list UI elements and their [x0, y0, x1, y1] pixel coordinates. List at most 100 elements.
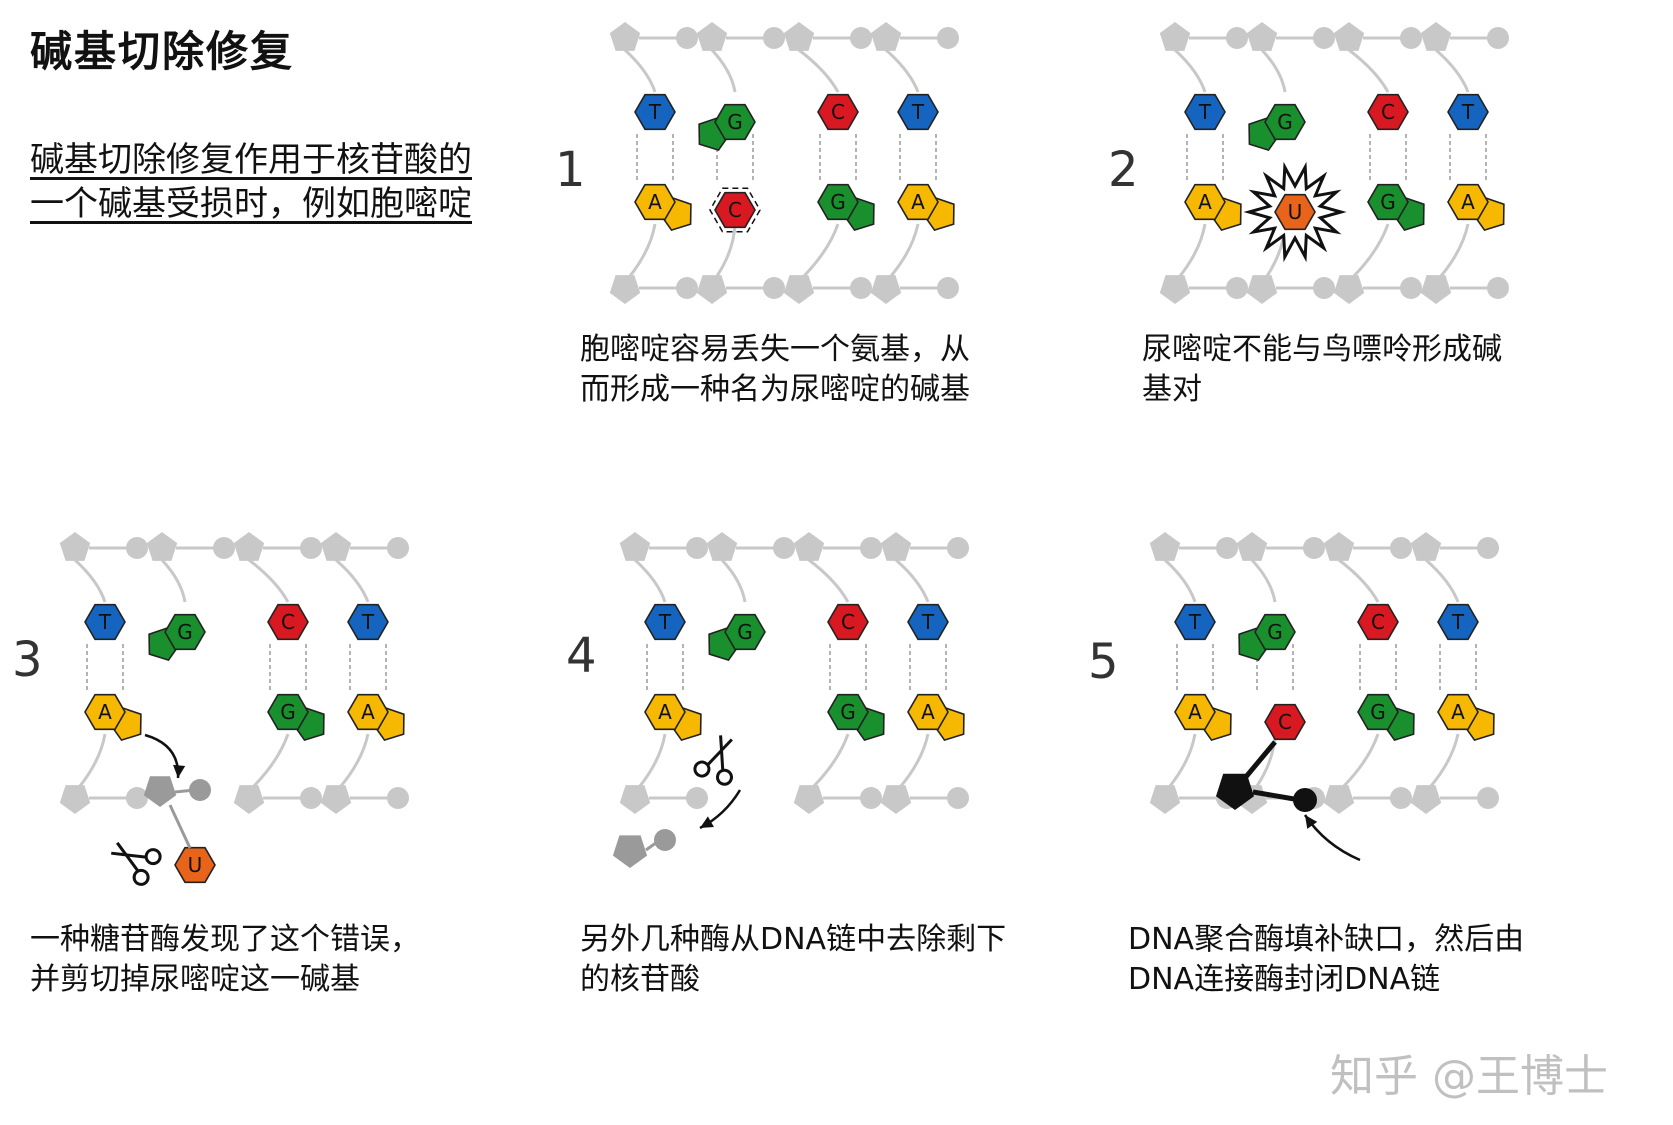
sugar-pentagon [1333, 275, 1365, 304]
sugar-pentagon [1323, 785, 1355, 814]
backbone-link [812, 733, 850, 788]
sugar-pentagon [1323, 532, 1355, 561]
base-top-T: T [84, 603, 126, 641]
hydrogen-bond [86, 644, 124, 690]
sugar-pentagon [1246, 22, 1278, 51]
backbone-link [1338, 558, 1380, 603]
sugar-pentagon [1410, 785, 1442, 814]
base-bottom-A: A [634, 183, 692, 232]
backbone-link [623, 48, 657, 93]
excised-link [168, 804, 192, 849]
hydrogen-bond [349, 644, 387, 690]
step-2-caption-line-1: 尿嘧啶不能与鸟嘌呤形成碱 [1142, 332, 1502, 367]
base-bottom-C: C [714, 191, 756, 229]
base-bottom-A: A [1184, 183, 1242, 232]
base-bottom-A: A [907, 693, 965, 742]
sugar-pentagon [1333, 22, 1365, 51]
step-3-caption-line-2: 并剪切掉尿嘧啶这一碱基 [30, 962, 360, 997]
backbone-link [1178, 223, 1207, 277]
base-top-T: T [897, 93, 939, 131]
phosphate-circle [1477, 787, 1499, 809]
base-bottom-G: G [1357, 693, 1415, 742]
sugar-pentagon [1149, 532, 1181, 561]
sugar-pentagon [59, 532, 91, 561]
backbone-link [628, 223, 657, 277]
scissors-icon [693, 735, 733, 786]
phosphate-circle [1487, 27, 1509, 49]
step-2-number: 2 [1108, 142, 1139, 198]
phosphate-circle [300, 537, 322, 559]
step-2-caption: 尿嘧啶不能与鸟嘌呤形成碱 基对 [1142, 330, 1612, 410]
base-bottom-C: C [1264, 703, 1306, 741]
svg-text:G: G [1277, 110, 1293, 134]
svg-text:T: T [1188, 610, 1202, 634]
sugar-pentagon [706, 532, 738, 561]
phosphate-circle [850, 27, 872, 49]
svg-text:G: G [1370, 700, 1386, 724]
backbone-link [720, 558, 747, 603]
base-top-G: G [708, 613, 766, 662]
phosphate-circle [1390, 537, 1412, 559]
svg-text:C: C [841, 610, 855, 634]
phosphate-circle [860, 787, 882, 809]
hydrogen-bond [636, 134, 674, 180]
phosphate-circle [947, 537, 969, 559]
base-top-T: T [1174, 603, 1216, 641]
page-title: 碱基切除修复 [30, 27, 295, 76]
base-top-T: T [1437, 603, 1479, 641]
curved-arrow-icon [1303, 814, 1361, 862]
sugar-pentagon [1420, 275, 1452, 304]
phosphate-circle [850, 277, 872, 299]
svg-text:T: T [1461, 100, 1475, 124]
svg-text:G: G [727, 110, 743, 134]
base-bottom-G: G [1367, 183, 1425, 232]
base-bottom-A: A [1174, 693, 1232, 742]
svg-text:A: A [1188, 700, 1202, 724]
step-2-caption-line-2: 基对 [1142, 372, 1202, 407]
sugar-pentagon [880, 532, 912, 561]
sugar-pentagon [870, 22, 902, 51]
sugar-pentagon [609, 275, 641, 304]
backbone-link [1352, 223, 1390, 278]
removed-sugar [612, 835, 648, 868]
backbone-link [1439, 223, 1470, 277]
phosphate-circle [860, 537, 882, 559]
svg-text:A: A [648, 190, 662, 214]
backbone-link [73, 558, 107, 603]
svg-text:C: C [1278, 710, 1292, 734]
svg-text:T: T [98, 610, 112, 634]
svg-text:T: T [911, 100, 925, 124]
phosphate-circle [676, 277, 698, 299]
watermark: 知乎 @王博士 [1330, 1051, 1608, 1102]
step-1-caption-line-2: 而形成一种名为尿嘧啶的碱基 [580, 372, 970, 407]
backbone-link [802, 223, 840, 278]
hydrogen-bond [269, 644, 307, 690]
step-3-number: 3 [12, 632, 43, 688]
svg-text:G: G [1267, 620, 1283, 644]
backbone-link [885, 48, 920, 93]
step-3-caption: 一种糖苷酶发现了这个错误， 并剪切掉尿嘧啶这一碱基 [30, 920, 500, 1000]
hydrogen-bond [1369, 134, 1407, 180]
phosphate-circle [126, 787, 148, 809]
base-top-C: C [817, 93, 859, 131]
svg-text:U: U [188, 853, 203, 877]
sugar-pentagon [793, 785, 825, 814]
hydrogen-bond [1449, 134, 1487, 180]
step-4-caption-line-2: 的核苷酸 [580, 962, 700, 997]
intro-line-2: 一个碱基受损时，例如胞嘧啶 [30, 184, 472, 224]
backbone-link [160, 558, 187, 603]
backbone-link [808, 558, 850, 603]
curved-arrow-icon [144, 733, 186, 779]
base-bottom-G: G [827, 693, 885, 742]
phosphate-circle [126, 537, 148, 559]
base-top-C: C [1357, 603, 1399, 641]
sugar-pentagon [1410, 532, 1442, 561]
phosphate-circle [1477, 537, 1499, 559]
hydrogen-bond [1359, 644, 1397, 690]
step-1-number: 1 [555, 142, 586, 198]
svg-text:T: T [1198, 100, 1212, 124]
